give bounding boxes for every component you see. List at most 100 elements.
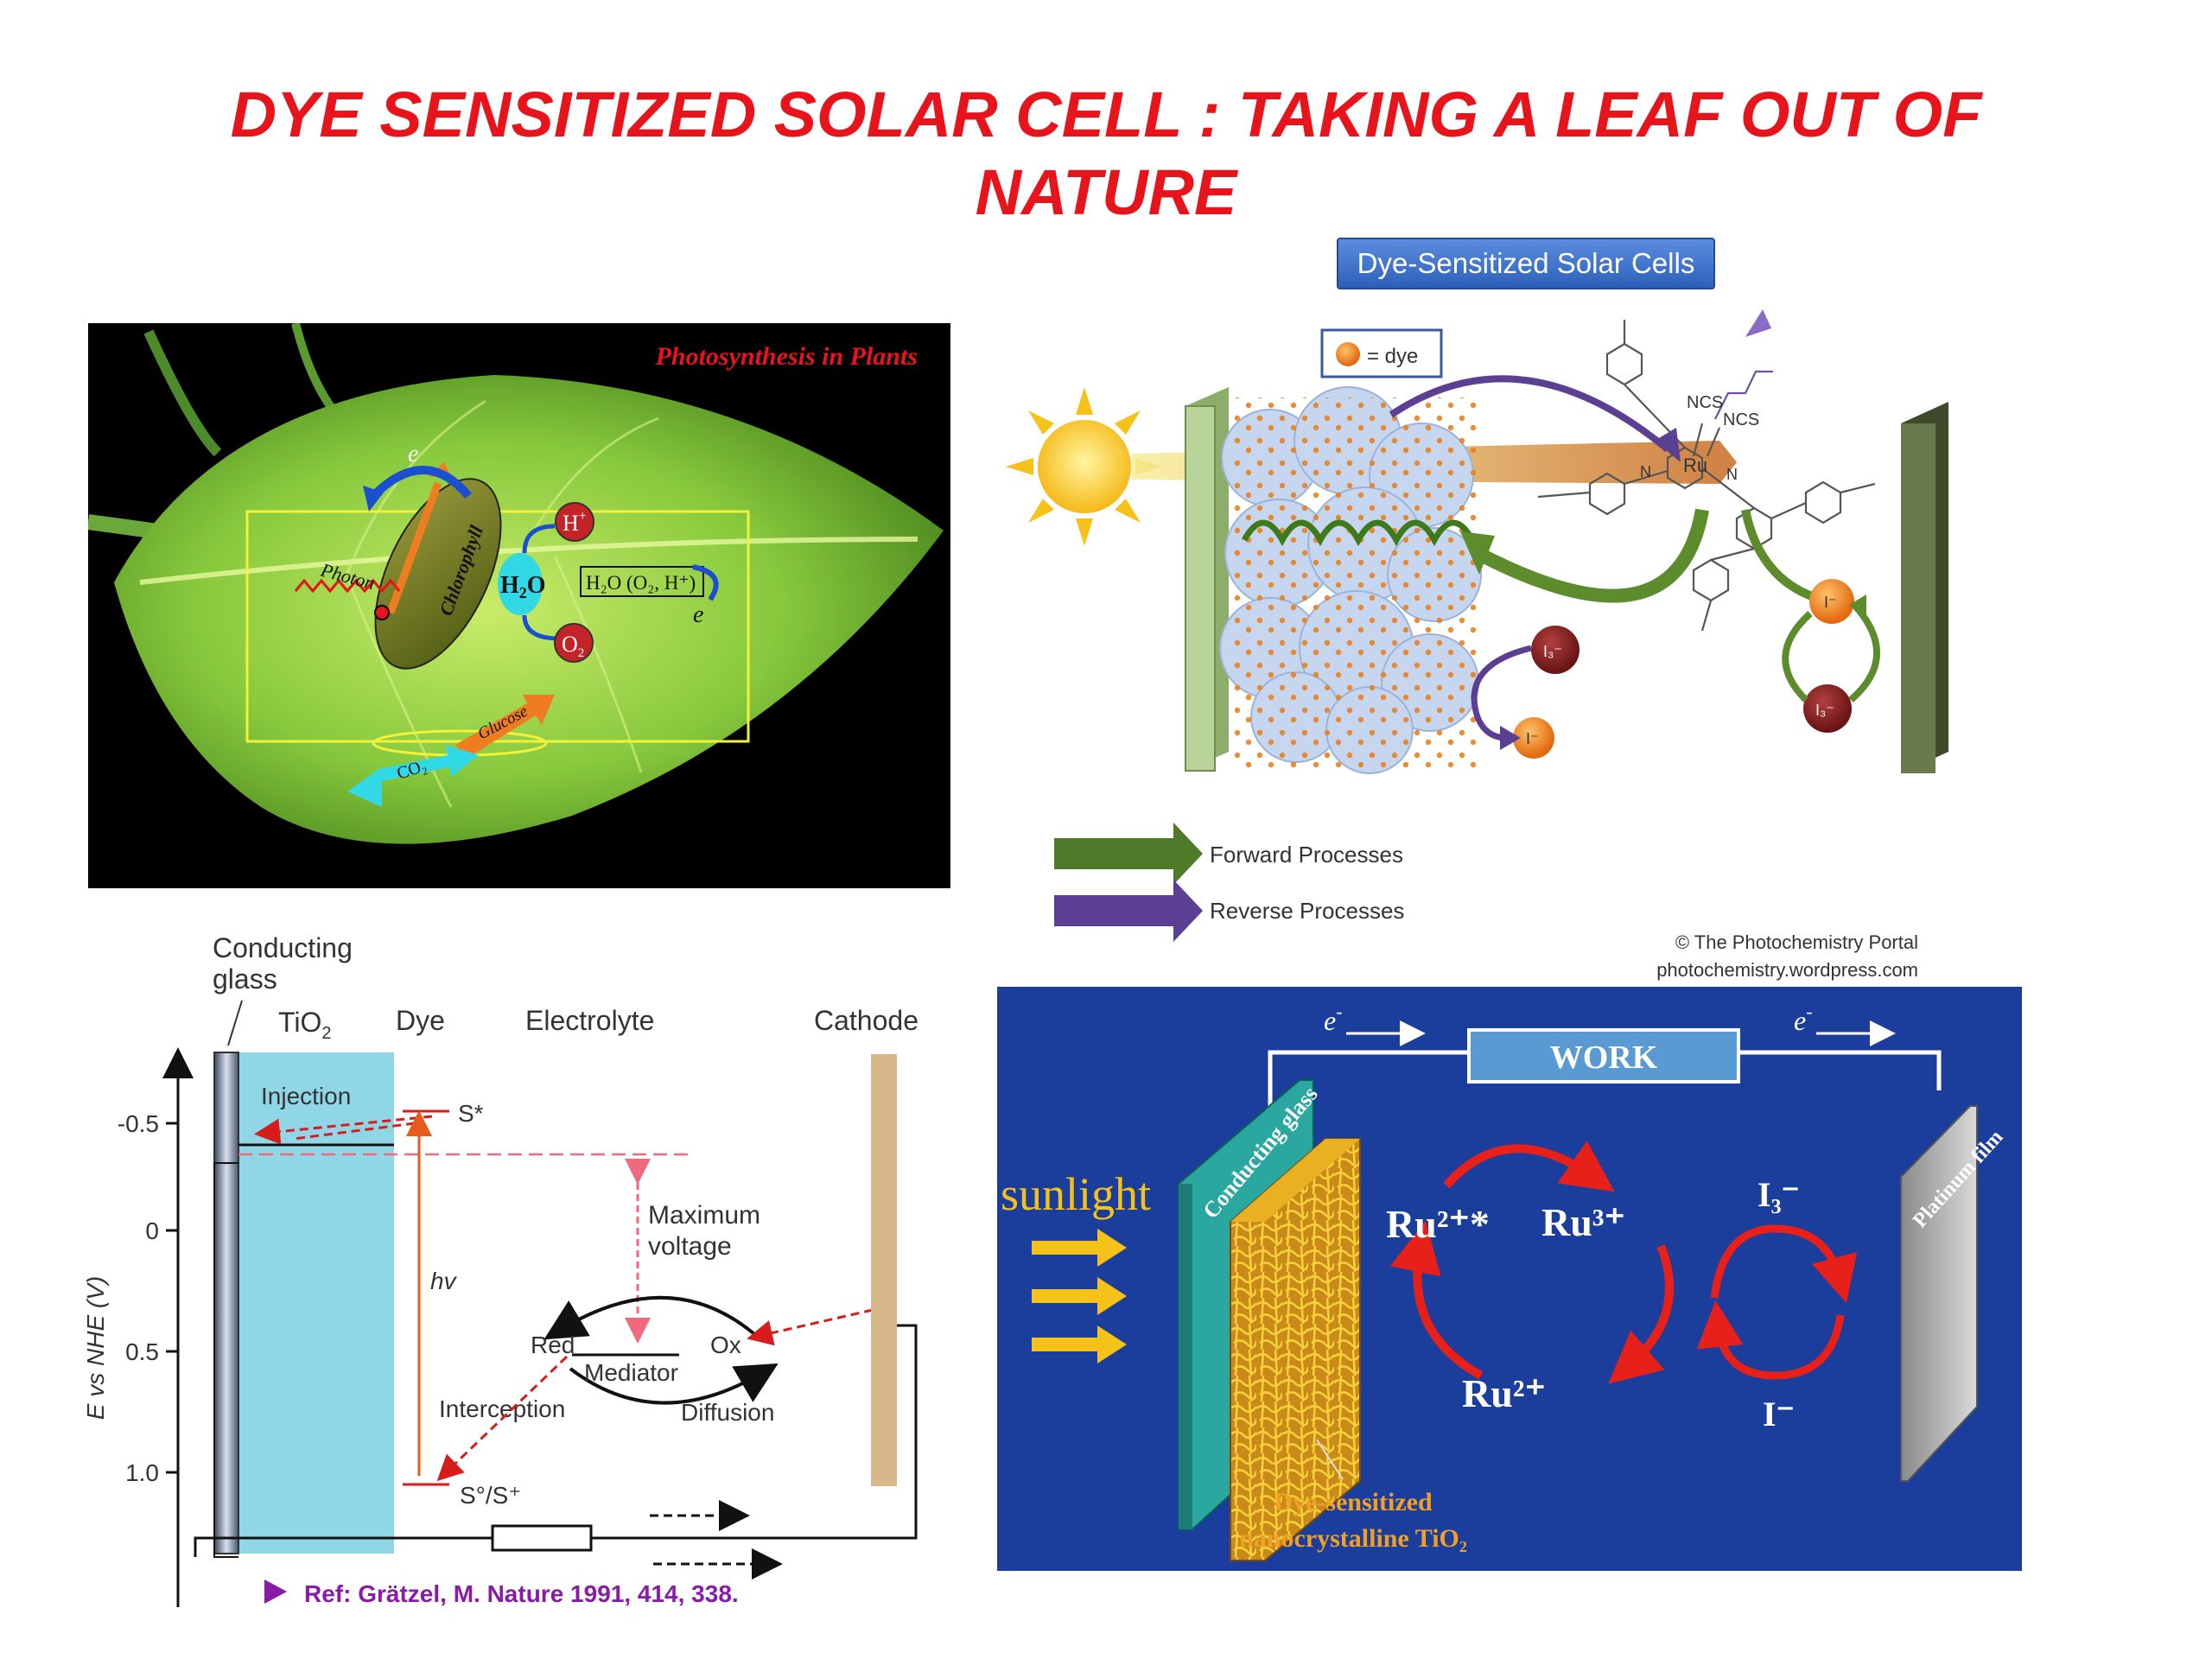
o2-label: O2	[562, 632, 584, 660]
max-voltage-label-2: voltage	[648, 1232, 732, 1261]
leaf-vein	[346, 577, 453, 808]
electron-left-label: e-	[1324, 1001, 1343, 1036]
electron-arc-icon	[370, 466, 472, 499]
diffusion-label: Diffusion	[681, 1399, 774, 1426]
sunlight-label: sunlight	[1001, 1168, 1151, 1220]
reverse-reduction-arrow	[1471, 645, 1532, 741]
conducting-glass-label-2: glass	[213, 963, 277, 995]
electron-right-arc-icon	[692, 564, 719, 601]
conducting-glass-bar	[213, 1052, 239, 1554]
i3-right-bubble	[1803, 684, 1852, 733]
tick-label: 1.0	[125, 1459, 159, 1486]
ncs-label-1: NCS	[1687, 393, 1723, 412]
electron-right-label: e	[693, 601, 703, 628]
ru-cycle-bottom	[1389, 1220, 1484, 1380]
o2-bubble	[554, 623, 594, 663]
redox-cycle-arrowhead	[1849, 594, 1866, 619]
tick-label: -0.5	[118, 1110, 159, 1137]
injection-arrow	[254, 1115, 433, 1145]
h-plus-bubble	[555, 502, 594, 542]
chlorophyll-ellipse	[374, 478, 502, 670]
cathode-bar	[871, 1054, 897, 1486]
ncs-label-2: NCS	[1723, 410, 1759, 429]
reverse-recombination-arrowhead	[1655, 428, 1681, 462]
slide-title: DYE SENSITIZED SOLAR CELL : TAKING A LEA…	[230, 79, 1982, 228]
o2-branch	[522, 614, 560, 641]
i3-left-label: I₃⁻	[1543, 643, 1562, 660]
s-star-label: S*	[458, 1100, 484, 1127]
i3-right-label: I₃⁻	[1815, 702, 1834, 719]
h-plus-label: H+	[563, 509, 587, 536]
hv-label: hv	[430, 1268, 458, 1294]
credit-line-2: photochemistry.wordpress.com	[1656, 959, 1918, 981]
forward-injection-arrow	[1474, 508, 1709, 603]
ru-excited-label: Ru²⁺*	[1386, 1202, 1490, 1246]
electron-arc-arrowhead	[363, 486, 384, 512]
i-left-bubble	[1513, 717, 1554, 759]
glucose-arrow-icon	[455, 695, 555, 759]
sunlight-arrows-icon	[1032, 1229, 1127, 1363]
h-plus-branch	[522, 524, 556, 554]
mediator-label: Mediator	[584, 1359, 678, 1386]
mediator-upper-arc	[543, 1295, 762, 1341]
external-circuit	[194, 1324, 918, 1557]
reverse-reduction-arrowhead	[1500, 726, 1521, 750]
dye-legend-icon	[1336, 342, 1360, 366]
conducting-glass-label-1: Conducting	[213, 932, 353, 963]
water-products-label: H₂O (O₂, H⁺)	[586, 572, 696, 594]
photon-wave-icon	[294, 578, 401, 594]
cathode-plate-front	[1901, 423, 1936, 773]
energy-level-diagram: Conducting glass TiO2 Dye Electrolyte Ca…	[82, 932, 918, 1607]
reverse-recombination-arrow	[1389, 375, 1670, 453]
forward-injection-arrowhead	[1460, 531, 1495, 575]
credit-line-1: © The Photochemistry Portal	[1675, 931, 1918, 953]
ru3-label: Ru³⁺	[1541, 1200, 1625, 1244]
max-voltage-label-1: Maximum	[648, 1201, 760, 1230]
regeneration-arrow	[436, 1355, 569, 1482]
n-label-1: N	[1640, 463, 1651, 480]
photon-absorber-dot	[374, 605, 390, 620]
y-axis-label: E vs NHE (V)	[82, 1276, 109, 1420]
forward-legend-label: Forward Processes	[1210, 842, 1403, 868]
injection-label: Injection	[261, 1083, 351, 1109]
injection-wave-icon	[1241, 519, 1476, 547]
dye-excited-arrow	[1745, 309, 1771, 337]
n-label-2: N	[1726, 466, 1738, 483]
redox-cycle-right	[1848, 602, 1880, 703]
i3-label: I₃⁻	[1758, 1175, 1800, 1214]
ru-cycle-top	[1443, 1141, 1615, 1192]
electron-top-label: e	[408, 441, 418, 467]
glass-fermi-outline	[213, 1162, 238, 1558]
conducting-glass-side	[1179, 1184, 1192, 1529]
water-products-box	[580, 566, 704, 597]
injection-arrow-2	[293, 1122, 416, 1141]
dssc-header-label: Dye-Sensitized Solar Cells	[1357, 247, 1695, 279]
cathode-reduction-arrow	[747, 1308, 874, 1346]
sun-icon	[1006, 387, 1163, 546]
photosynthesis-panel: Photosynthesis in Plants Chlorophyll e P…	[88, 323, 950, 888]
leaf-vein	[553, 556, 643, 773]
dye-sensitized-label-1: Dye-sensitized	[1274, 1488, 1433, 1516]
work-box	[1467, 1028, 1740, 1084]
forward-legend-arrow	[1054, 823, 1203, 885]
dye-label-pointer	[1316, 1439, 1344, 1480]
ru2-label: Ru²⁺	[1462, 1371, 1546, 1415]
cathode-header: Cathode	[814, 1005, 918, 1036]
tick-label: 0	[145, 1217, 159, 1244]
work-label: WORK	[1550, 1039, 1658, 1076]
electrolyte-header: Electrolyte	[525, 1005, 654, 1036]
ru-label: Ru	[1683, 454, 1707, 476]
platinum-film	[1900, 1105, 1978, 1482]
dssc-circuit-panel: WORK e- e- sunlight Conducting glass Ru²…	[997, 987, 2022, 1571]
ru-cycle-right	[1608, 1244, 1675, 1384]
co2-arrow-icon	[347, 745, 479, 807]
anode-glass-front	[1185, 405, 1216, 772]
leaf-title: Photosynthesis in Plants	[655, 342, 918, 371]
reference-label: Ref: Grätzel, M. Nature 1991, 414, 338.	[304, 1580, 739, 1607]
tio2-header: TiO2	[278, 1007, 331, 1043]
dye-legend-label: = dye	[1367, 345, 1418, 368]
leaf-tendril	[143, 329, 222, 457]
iodide-cycle-top	[1710, 1224, 1858, 1304]
ru-dye-molecule	[1537, 320, 1876, 632]
tick-label: 0.5	[125, 1338, 159, 1365]
